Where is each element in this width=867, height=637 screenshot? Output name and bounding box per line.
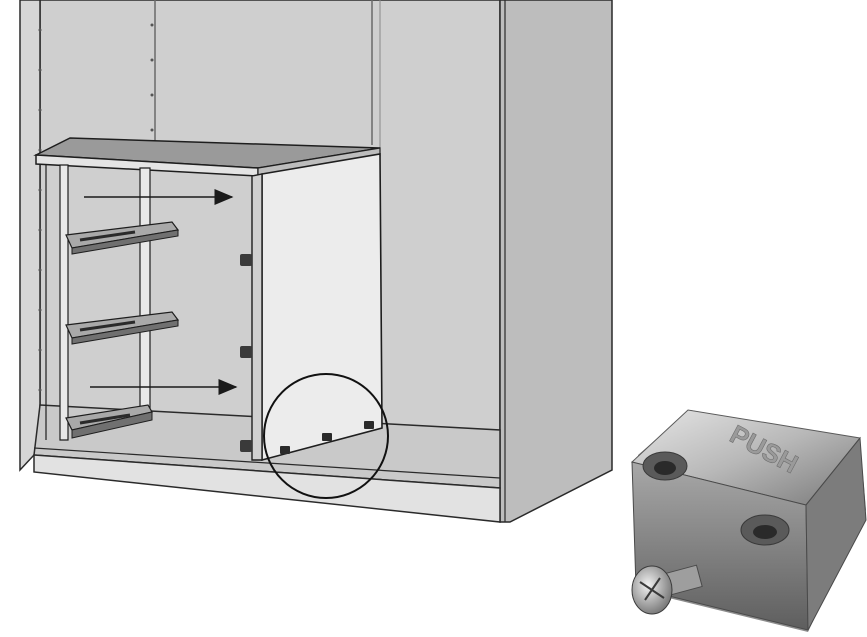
shelf-pin-holes: [38, 23, 154, 392]
direction-arrows: [84, 189, 238, 395]
front-clips: [280, 421, 374, 454]
latch-plunger: [631, 564, 703, 615]
screw-holes: [642, 451, 790, 546]
drawer-unit-left-frame: [59, 164, 69, 441]
plinth-front: [33, 454, 501, 523]
side-clips: [240, 254, 252, 452]
drawer-unit-front-panel: [261, 153, 383, 462]
detail-callout-circle: [263, 373, 389, 499]
runner-top: [65, 221, 180, 255]
left-side-panel: [19, 0, 41, 472]
runner-bottom: [65, 404, 153, 439]
push-latch-part: PUSH: [630, 409, 867, 632]
runner-middle: [65, 311, 180, 345]
drawer-runners: [65, 221, 180, 439]
right-side-panel: [499, 0, 613, 523]
